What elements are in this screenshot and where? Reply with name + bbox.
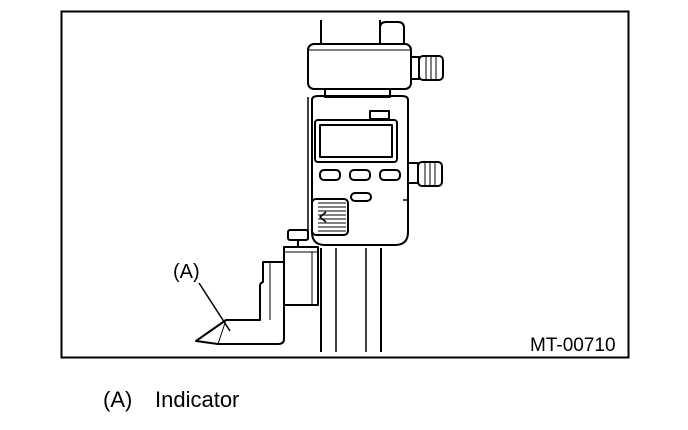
callout-label: (A) (173, 261, 200, 283)
legend-text: Indicator (155, 387, 240, 412)
legend-key: (A) (103, 387, 133, 412)
callout-leader-line (198, 282, 231, 332)
figure-frame (60, 10, 630, 359)
figure-code: MT-00710 (530, 335, 616, 356)
callout-A: (A) (173, 261, 231, 332)
height-gauge-illustration (195, 20, 444, 352)
figure-legend: (A) Indicator (103, 386, 239, 414)
